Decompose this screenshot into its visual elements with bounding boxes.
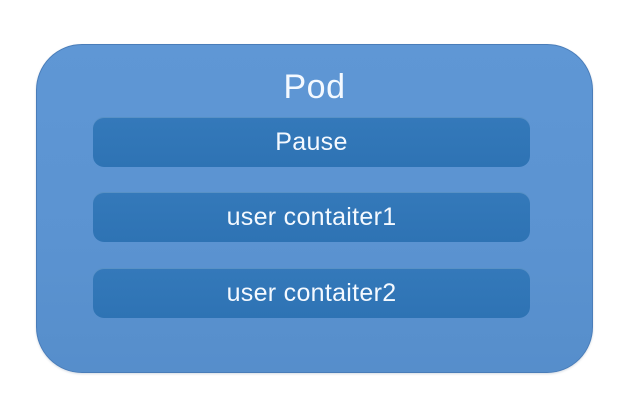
container-label-user-container1: user contaiter1	[226, 202, 397, 231]
container-box-user-container2: user contaiter2	[93, 268, 530, 318]
pod-group: Pod Pause user contaiter1 user contaiter…	[36, 44, 593, 373]
pod-title: Pod	[283, 68, 346, 106]
container-box-pause: Pause	[93, 117, 530, 167]
container-label-pause: Pause	[275, 127, 348, 156]
container-box-user-container1: user contaiter1	[93, 192, 530, 242]
container-label-user-container2: user contaiter2	[226, 278, 397, 307]
